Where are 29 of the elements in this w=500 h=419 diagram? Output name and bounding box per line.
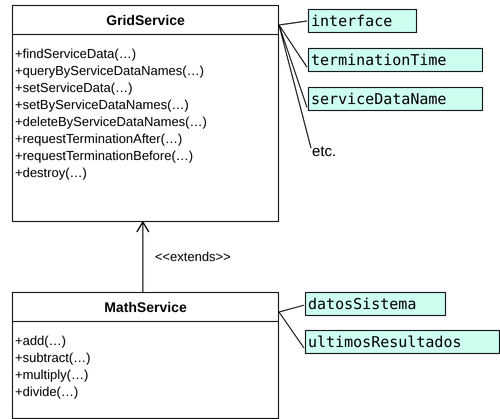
method-name: +subtract(…) [15, 349, 90, 366]
method-name: +destroy(…) [15, 164, 87, 181]
method-name: +requestTerminationAfter(…) [15, 130, 182, 147]
method-name: +deleteByServiceDataNames(…) [15, 113, 207, 130]
attribute-label: serviceDataName [308, 87, 483, 111]
method-name: +add(…) [15, 332, 66, 349]
attribute-label: ultimosResultados [305, 330, 500, 354]
method-name: +divide(…) [15, 383, 78, 400]
note-text: etc. [312, 143, 336, 160]
connector-line [278, 304, 304, 312]
connector-line [278, 24, 308, 108]
edge-label: <<extends>> [154, 249, 231, 264]
method-name: +requestTerminationBefore(…) [15, 147, 194, 164]
method-name: +setByServiceDataNames(…) [15, 96, 189, 113]
connector-line [278, 24, 308, 68]
class-name: MathService [104, 299, 187, 315]
attribute-label: terminationTime [308, 48, 483, 72]
class-name: GridService [106, 12, 185, 28]
connector-line [278, 20, 308, 26]
class-box [12, 5, 279, 222]
attribute-label: datosSistema [305, 292, 446, 316]
connector-line [278, 312, 304, 348]
class-box [12, 292, 279, 419]
inheritance-arrow [136, 221, 150, 292]
method-name: +queryByServiceDataNames(…) [15, 62, 204, 79]
method-name: +findServiceData(…) [15, 45, 136, 62]
attribute-label: interface [308, 9, 417, 33]
method-name: +setServiceData(…) [15, 79, 132, 96]
method-name: +multiply(…) [15, 366, 88, 383]
